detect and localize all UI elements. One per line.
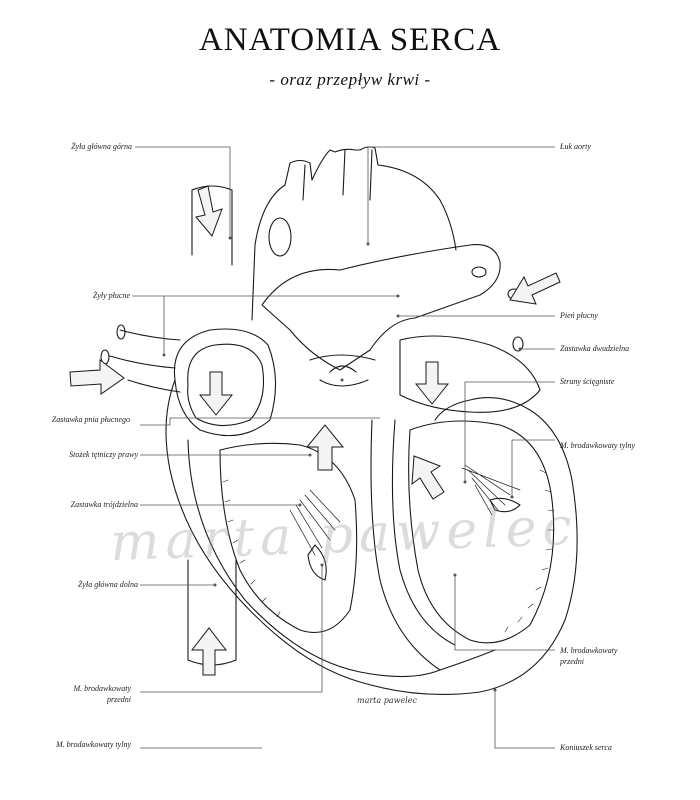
right-ventricle [219, 442, 358, 634]
left-ventricle [408, 420, 555, 644]
arrow-pulm-vein-right [509, 272, 561, 305]
label-luk-aorty: Łuk aorty [560, 142, 591, 151]
label-pien-plucny: Pień płucny [560, 311, 598, 320]
label-zyly-plucne: Żyły płucne [92, 291, 130, 300]
label-zastawka-dwudzielna: Zastawka dwudzielna [560, 344, 630, 353]
label-m-brodawkowaty-tylny: M. brodawkowaty tylny [55, 740, 131, 749]
septum [370, 419, 496, 671]
page-title: ANATOMIA SERCA [198, 22, 502, 58]
superior-vena-cava [191, 185, 233, 266]
label-koniuszek-serca: Koniuszek serca [560, 743, 612, 752]
label-zastawka-pnia-plucnego: Zastawka pnia płucnego [51, 415, 130, 424]
arrow-svc [195, 185, 223, 237]
heart-outline [165, 379, 578, 695]
artist-signature: marta pawelec [357, 696, 417, 705]
aortic-arch [251, 146, 457, 321]
right-atrium [173, 328, 277, 437]
arrow-ivc [190, 627, 228, 676]
page-subtitle: - oraz przepływ krwi - [269, 70, 431, 89]
label-zyla-glowna-dolna: Żyła główna dolna [77, 580, 138, 589]
arrow-pulm-vein-left [69, 359, 125, 395]
arrow-lv [411, 455, 445, 500]
label-m-brodawkowaty-tylny-right: M. brodawkowaty tylny [560, 441, 636, 450]
label-zastawka-trojdzielna: Zastawka trójdzielna [70, 500, 138, 509]
label-m-brodawkowaty-przedni-right: M. brodawkowaty przedni [560, 646, 618, 666]
pulmonary-trunk [261, 244, 501, 371]
label-m-brodawkowaty-przedni: M. brodawkowaty przedni [73, 684, 131, 704]
label-struny-sciegniste: Struny ścięgniste [560, 377, 615, 386]
left-atrium [399, 335, 541, 413]
arrow-rv-outflow [305, 424, 345, 471]
arrow-right-atrium [198, 371, 234, 416]
arrow-left-atrium [414, 361, 450, 405]
label-stozek-tetniczy-prawy: Stożek tętniczy prawy [69, 450, 138, 459]
label-zyla-glowna-gorna: Żyła główna górna [71, 142, 132, 151]
